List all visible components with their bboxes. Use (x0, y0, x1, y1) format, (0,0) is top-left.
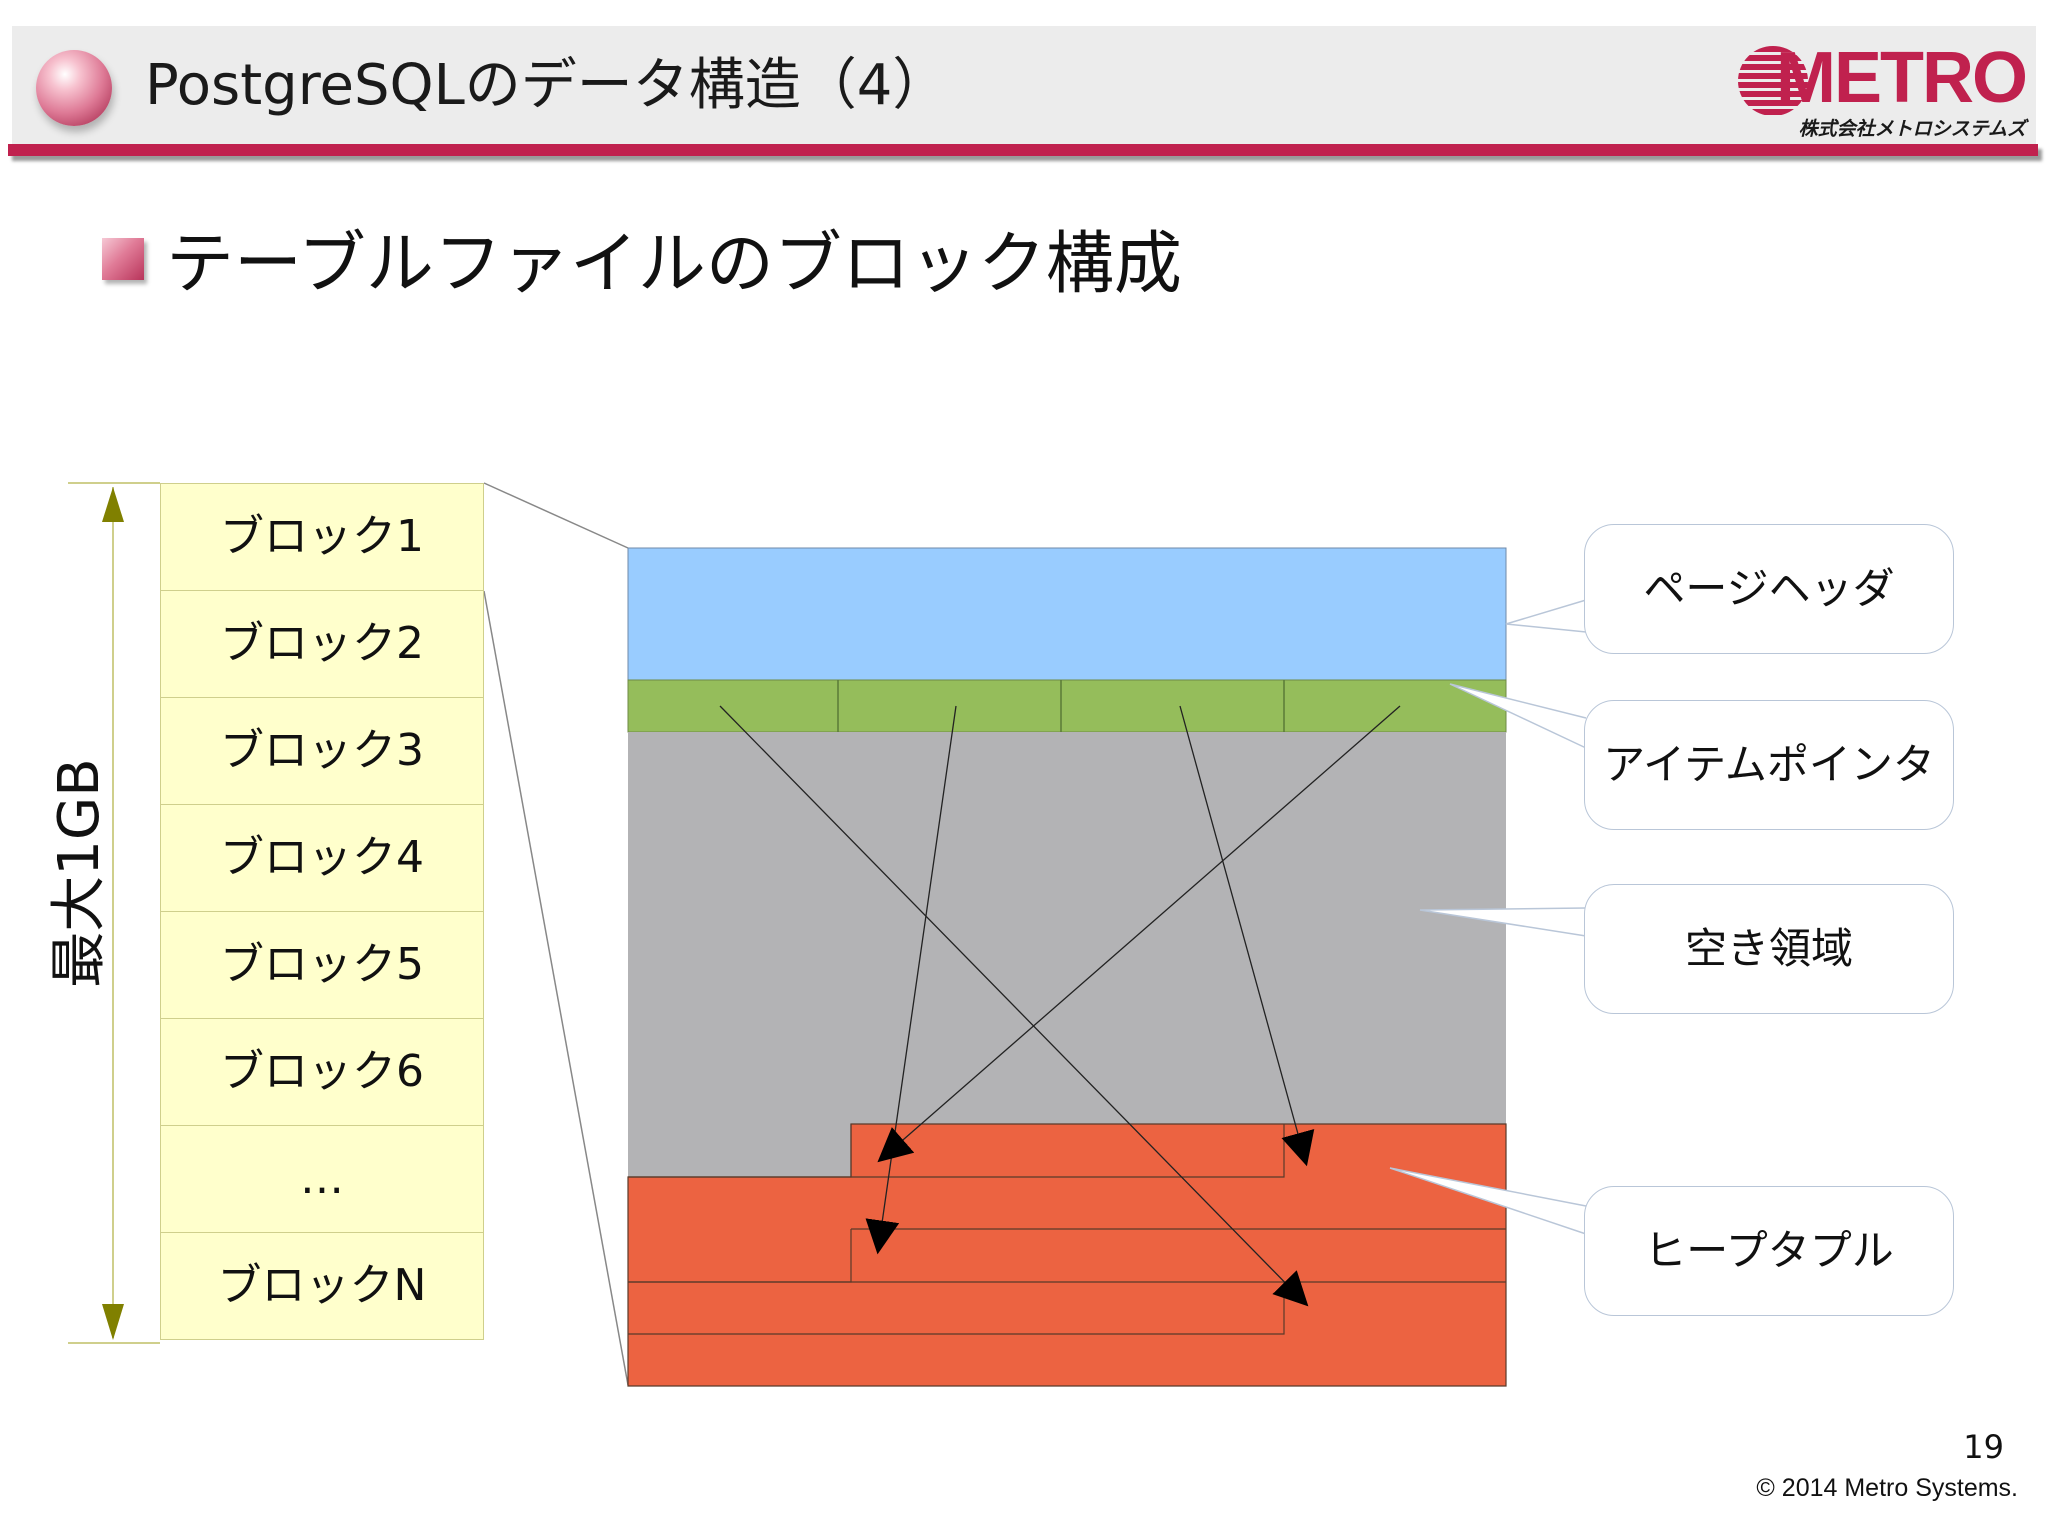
block-item: ブロック5 (160, 911, 484, 1019)
block-item: ブロック3 (160, 697, 484, 805)
size-arrow-top-head (102, 487, 124, 522)
block-item: ブロック4 (160, 804, 484, 912)
title-bar (12, 26, 2036, 144)
block-item: ブロック1 (160, 483, 484, 591)
logo-globe-icon (1738, 46, 1808, 116)
callout-tail-heap-tuple (1389, 1167, 1587, 1235)
slide-title: PostgreSQLのデータ構造（4） (145, 53, 949, 118)
copyright-notice: © 2014 Metro Systems. (1756, 1474, 2018, 1502)
callout-tail-page-header (1505, 599, 1587, 633)
block-item: ブロックN (160, 1232, 484, 1340)
block-item: ブロック2 (160, 590, 484, 698)
size-arrow-bottom-head (102, 1304, 124, 1340)
company-logo: METRO 株式会社メトロシステムズ (1736, 38, 2028, 142)
title-bullet-icon (36, 50, 112, 126)
page-number: 19 (1963, 1428, 2004, 1466)
callout-item-pointer: アイテムポインタ (1584, 700, 1954, 830)
item-pointer-arrow (877, 705, 1401, 1163)
item-pointer-arrow (1179, 705, 1315, 1167)
block-list: ブロック1 ブロック2 ブロック3 ブロック4 ブロック5 ブロック6 … ブロ… (160, 483, 484, 1340)
logo-subtitle: 株式会社メトロシステムズ (1798, 118, 2026, 140)
callout-tail-free-space (1419, 907, 1587, 937)
block-item: ブロック6 (160, 1018, 484, 1126)
zoom-line-bottom (483, 590, 629, 1386)
callout-heap-tuple: ヒープタプル (1584, 1186, 1954, 1316)
callout-free-space: 空き領域 (1584, 884, 1954, 1014)
logo-wordmark: METRO (1776, 38, 2028, 118)
max-size-label: 最大1GB (47, 758, 112, 988)
callout-tail-item-pointer (1449, 683, 1587, 749)
zoom-line-top (483, 482, 629, 549)
heading-bullet-icon (102, 238, 144, 280)
item-pointer-area (627, 679, 1507, 733)
section-heading: テーブルファイルのブロック構成 (166, 225, 1182, 304)
callout-page-header: ページヘッダ (1584, 524, 1954, 654)
block-item: … (160, 1125, 484, 1233)
title-divider (8, 144, 2038, 156)
page-header-area (627, 547, 1507, 681)
item-pointer-arrow (719, 705, 1309, 1307)
